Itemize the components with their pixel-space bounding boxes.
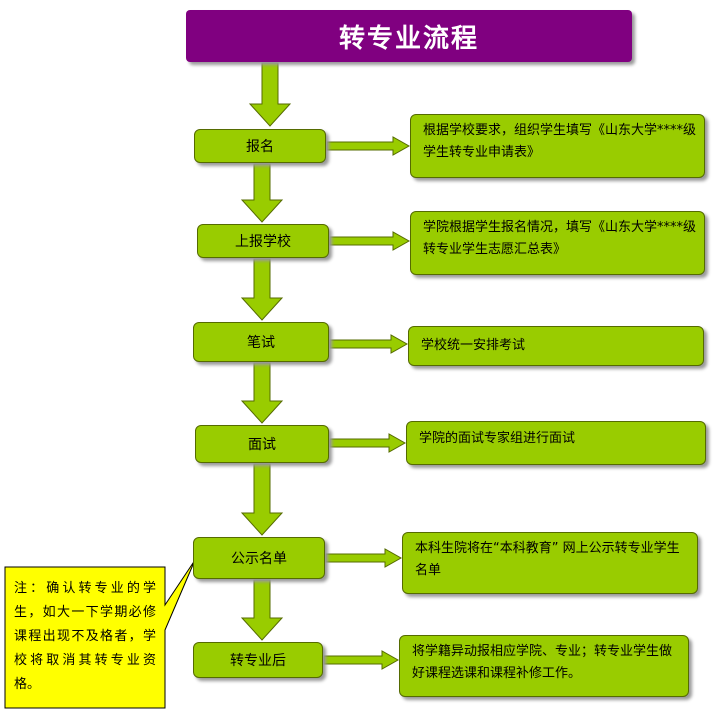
step-box-publish-list: 公示名单 [193, 537, 325, 579]
note-text: 注：确认转专业的学生，如大一下学期必修课程出现不及格者，学校将取消其转专业资格。 [14, 581, 156, 692]
step-label: 公示名单 [231, 551, 287, 567]
note-callout-shape [4, 559, 196, 709]
step-label: 笔试 [247, 335, 275, 351]
description-box-publish-list: 本科生院将在“本科教育” 网上公示转专业学生名单 [402, 532, 698, 594]
flow-arrows [240, 62, 411, 670]
page-title: 转专业流程 [186, 10, 632, 62]
description-text: 学院根据学生报名情况，填写《山东大学****级转专业学生志愿汇总表》 [423, 220, 697, 257]
down-arrow-report-to-written [240, 258, 284, 321]
description-text: 学院的面试专家组进行面试 [419, 431, 576, 446]
step-label: 面试 [248, 437, 276, 453]
step-label: 上报学校 [235, 234, 291, 250]
down-arrow-signup-to-report [240, 163, 284, 223]
down-arrow-interview-to-publish [240, 463, 284, 536]
step-box-report-school: 上报学校 [197, 224, 329, 258]
down-arrow-written-to-interview [240, 362, 284, 424]
description-text: 学校统一安排考试 [421, 338, 526, 353]
step-label: 转专业后 [230, 653, 286, 669]
description-box-signup: 根据学校要求，组织学生填写《山东大学****级学生转专业申请表》 [410, 114, 705, 178]
down-arrow-title-to-signup [248, 62, 292, 127]
right-arrow-report-school [329, 231, 411, 251]
description-box-written-exam: 学校统一安排考试 [408, 326, 704, 366]
step-label: 报名 [246, 139, 274, 155]
right-arrow-written-exam [329, 334, 409, 354]
description-text: 将学籍异动报相应学院、专业；转专业学生做好课程选课和课程补修工作。 [412, 644, 673, 681]
description-box-after-transfer: 将学籍异动报相应学院、专业；转专业学生做好课程选课和课程补修工作。 [399, 635, 689, 697]
description-box-report-school: 学院根据学生报名情况，填写《山东大学****级转专业学生志愿汇总表》 [410, 211, 705, 275]
step-box-signup: 报名 [194, 129, 326, 163]
step-box-interview: 面试 [195, 425, 329, 463]
right-arrow-interview [329, 433, 407, 453]
step-box-after-transfer: 转专业后 [193, 642, 323, 678]
description-text: 本科生院将在“本科教育” 网上公示转专业学生名单 [415, 541, 680, 578]
description-box-interview: 学院的面试专家组进行面试 [406, 421, 706, 465]
description-text: 根据学校要求，组织学生填写《山东大学****级学生转专业申请表》 [423, 123, 697, 160]
right-arrow-signup [326, 136, 411, 156]
down-arrow-publish-to-after [240, 579, 284, 641]
step-box-written-exam: 笔试 [193, 322, 329, 362]
note-callout-text: 注：确认转专业的学生，如大一下学期必修课程出现不及格者，学校将取消其转专业资格。 [8, 571, 162, 705]
right-arrow-publish-list [325, 548, 403, 568]
right-arrow-after-transfer [323, 650, 400, 670]
